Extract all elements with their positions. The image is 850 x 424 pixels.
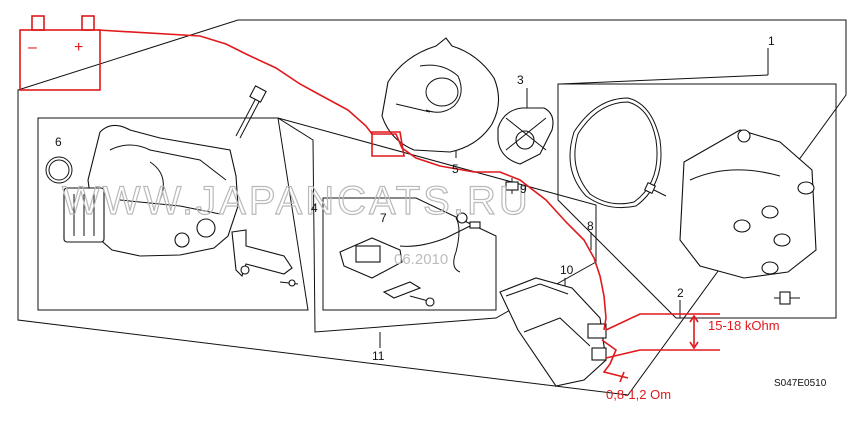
callout-10: 10 <box>560 263 574 277</box>
cap-gasket-inner <box>574 101 658 205</box>
pickup-wire <box>399 212 481 273</box>
date-stamp: 06.2010 <box>394 251 448 268</box>
figure-code: S047E0510 <box>774 378 827 389</box>
primary-test-tick <box>619 371 625 383</box>
battery-symbol: – + <box>19 15 101 91</box>
igniter-bracket <box>382 281 435 307</box>
cap-subframe-outline <box>557 83 837 319</box>
rotor <box>497 107 554 165</box>
rotor-screw <box>505 178 519 194</box>
test-wire-route <box>97 29 607 331</box>
primary-resistance-label: 0,8-1,2 Om <box>606 387 671 402</box>
callout-8: 8 <box>587 219 594 233</box>
callout-3: 3 <box>517 73 524 87</box>
distributor-cap <box>679 129 817 279</box>
watermark: WWW.JAPANCATS.RU <box>62 179 531 223</box>
igniter-module <box>339 237 403 279</box>
callout-1: 1 <box>768 34 775 48</box>
cap-gasket <box>569 97 662 209</box>
battery-minus-label: – <box>28 39 37 56</box>
primary-test-lead <box>601 339 629 379</box>
callout-4: 4 <box>311 201 318 215</box>
callout-5: 5 <box>452 162 459 176</box>
igniter-inner-frame <box>322 197 497 311</box>
ignition-coil <box>499 277 607 387</box>
inner-cover <box>381 37 500 153</box>
resistance-measurement-bracket <box>605 313 720 359</box>
assembly-frame-outline <box>17 19 847 396</box>
igniter-subframe-outline <box>277 117 597 333</box>
housing-bolt <box>235 85 267 139</box>
battery-plus-label: + <box>74 39 83 56</box>
distributor-housing <box>63 124 239 257</box>
o-ring <box>45 156 73 184</box>
callout-9: 9 <box>520 182 527 196</box>
coil-resistance-label: 15-18 kOhm <box>708 318 780 333</box>
callout-2: 2 <box>677 286 684 300</box>
cap-screw-lower <box>774 291 800 305</box>
callout-6: 6 <box>55 135 62 149</box>
housing-subframe-outline <box>37 117 309 311</box>
callout-11: 11 <box>372 349 385 363</box>
cap-screw-upper <box>643 181 667 197</box>
leader-1b <box>559 74 769 85</box>
test-wire-connector <box>371 131 405 157</box>
mounting-bracket <box>231 229 299 287</box>
callout-7: 7 <box>380 211 387 225</box>
